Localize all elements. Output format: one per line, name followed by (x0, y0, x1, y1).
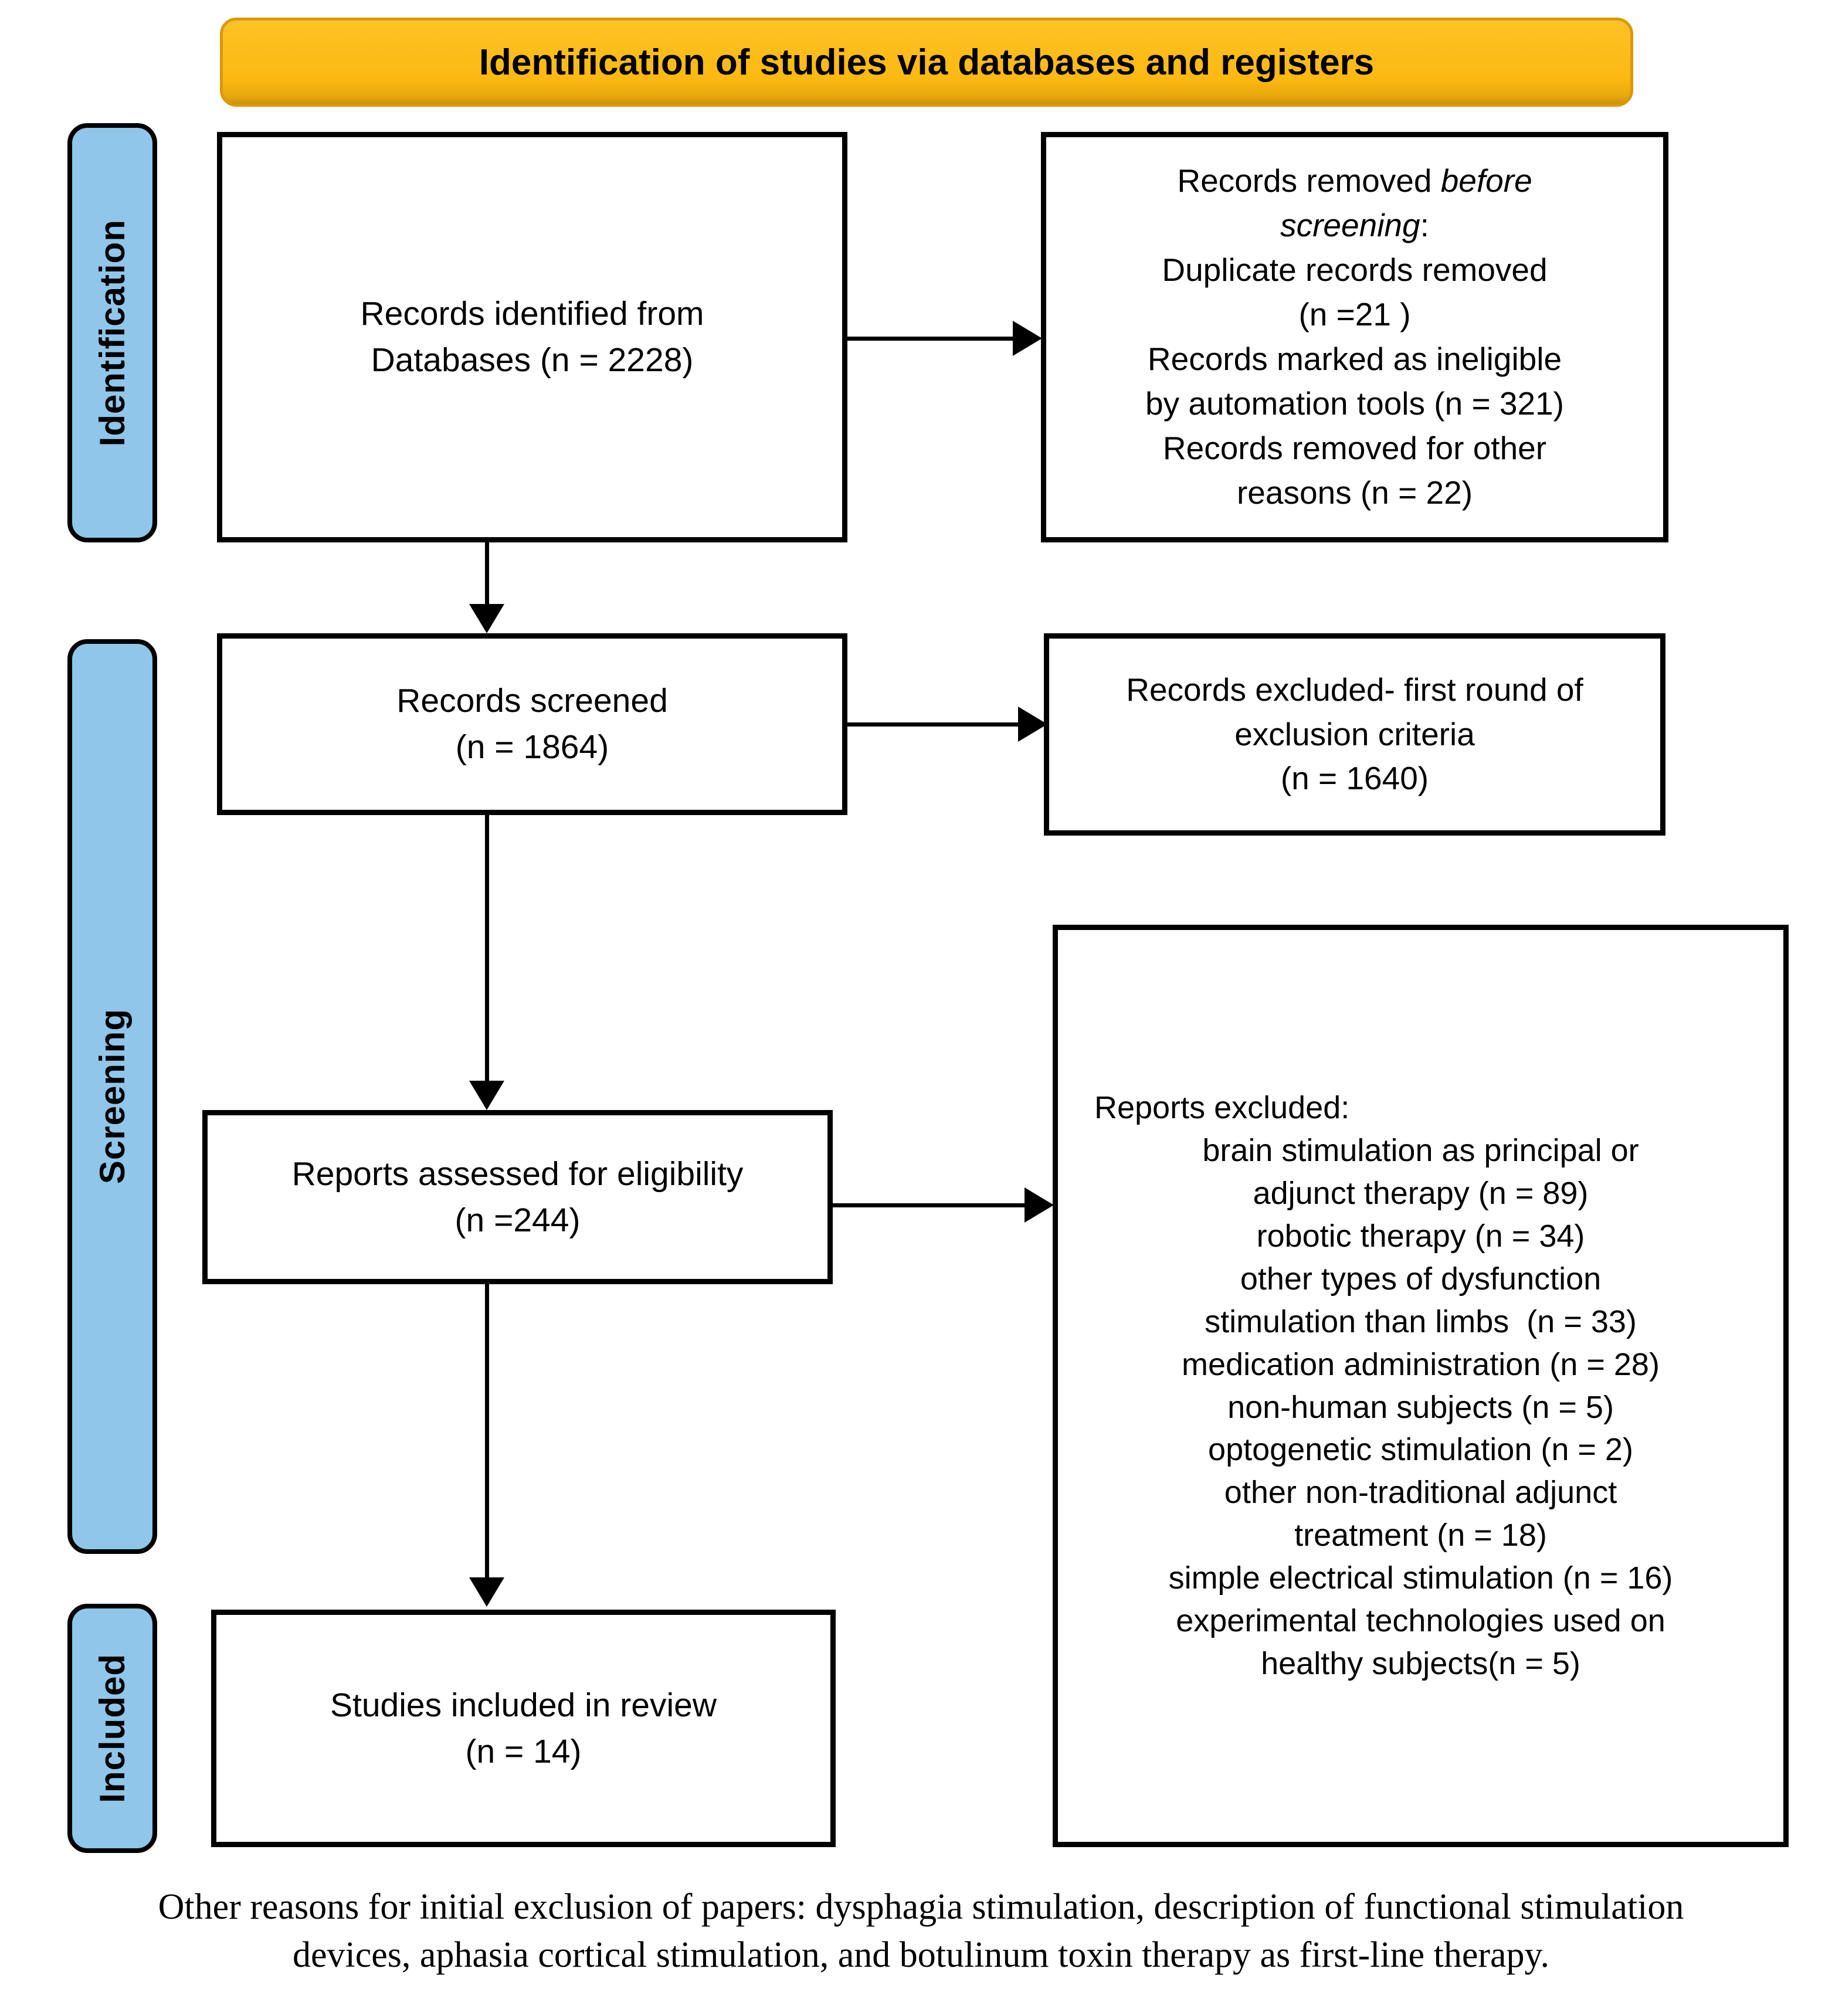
banner-title: Identification of studies via databases … (220, 18, 1633, 107)
box-records-removed-before-screening: Records removed before screening: Duplic… (1041, 132, 1668, 542)
records-removed-colon: : (1420, 207, 1429, 244)
arrow-line-assessed-to-included (485, 1284, 489, 1580)
sidebar-included-label: Included (93, 1654, 132, 1803)
arrowhead-screened-to-excluded (1018, 707, 1047, 742)
arrow-line-screened-to-assessed (485, 815, 489, 1083)
reports-excluded-list: brain stimulation as principal or adjunc… (1168, 1133, 1673, 1681)
reports-excluded-heading: Reports excluded: (1094, 1090, 1350, 1126)
sidebar-identification-label: Identification (93, 219, 132, 447)
box-reports-excluded: Reports excluded: brain stimulation as p… (1053, 925, 1789, 1847)
sidebar-identification: Identification (67, 123, 157, 542)
box-studies-included: Studies included in review (n = 14) (211, 1610, 836, 1847)
arrow-line-assessed-to-reports-excluded (833, 1203, 1026, 1207)
banner-title-text: Identification of studies via databases … (479, 42, 1375, 83)
records-removed-italic: before screening (1280, 162, 1532, 244)
arrow-line-identified-to-screened (485, 542, 489, 606)
records-removed-details: Duplicate records removed (n =21 ) Recor… (1145, 252, 1564, 511)
sidebar-screening-label: Screening (93, 1009, 132, 1185)
box-records-excluded-first-round: Records excluded- first round of exclusi… (1044, 633, 1665, 836)
box-reports-assessed: Reports assessed for eligibility (n =244… (202, 1110, 833, 1284)
arrowhead-identified-to-removed (1013, 321, 1042, 356)
box-records-removed-text: Records removed before screening: Duplic… (1145, 159, 1564, 515)
box-studies-included-text: Studies included in review (n = 14) (330, 1686, 717, 1770)
box-records-identified: Records identified from Databases (n = 2… (217, 132, 847, 542)
arrow-line-screened-to-excluded (847, 722, 1019, 727)
box-reports-assessed-text: Reports assessed for eligibility (n =244… (291, 1155, 744, 1239)
sidebar-screening: Screening (67, 639, 157, 1554)
arrowhead-assessed-to-reports-excluded (1025, 1187, 1054, 1223)
arrow-line-identified-to-removed (847, 337, 1014, 341)
arrowhead-identified-to-screened (469, 604, 504, 633)
arrowhead-assessed-to-included (469, 1577, 504, 1607)
box-records-screened: Records screened (n = 1864) (217, 633, 847, 815)
records-removed-intro: Records removed before screening: (1177, 162, 1532, 244)
box-records-identified-text: Records identified from Databases (n = 2… (360, 295, 704, 379)
caption: Other reasons for initial exclusion of p… (158, 1887, 1684, 1975)
sidebar-included: Included (67, 1604, 157, 1853)
arrowhead-screened-to-assessed (469, 1081, 504, 1110)
box-records-screened-text: Records screened (n = 1864) (396, 682, 668, 766)
box-records-excluded-text: Records excluded- first round of exclusi… (1126, 671, 1583, 797)
